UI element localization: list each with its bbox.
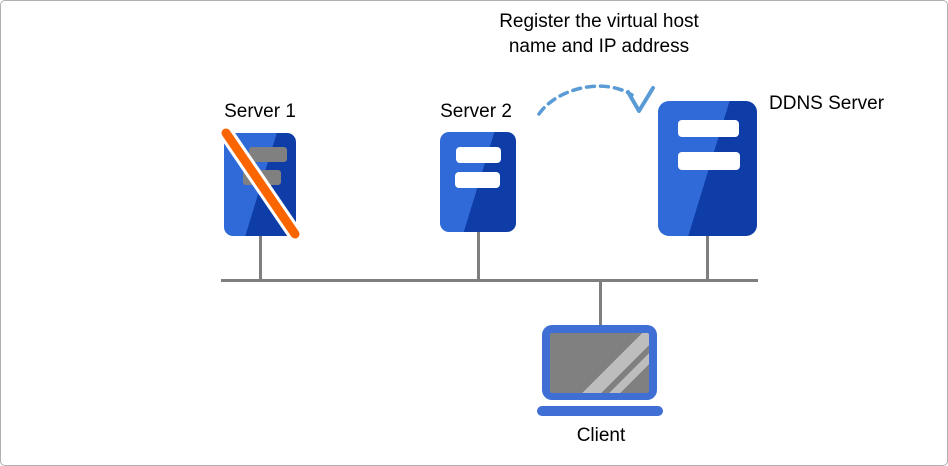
server2-link-line: [477, 232, 480, 280]
server2-label: Server 2: [440, 101, 512, 122]
ddns-server-label: DDNS Server: [769, 93, 885, 114]
client-laptop-icon: [542, 325, 657, 400]
register-arrow-head-icon: [626, 86, 655, 113]
server1-label: Server 1: [224, 101, 296, 122]
server1-slot-icon: [249, 147, 287, 162]
server2-slot-icon: [456, 147, 501, 163]
ddns-link-line: [706, 236, 709, 280]
ddns-slot-icon: [678, 152, 740, 170]
client-link-line: [599, 282, 602, 325]
annotation-text: Register the virtual host name and IP ad…: [431, 9, 767, 59]
server1-icon: [224, 133, 296, 236]
ddns-slot-icon: [678, 120, 739, 137]
ddns-server-icon: [658, 101, 757, 236]
server1-link-line: [259, 236, 262, 280]
laptop-screen: [550, 333, 649, 393]
client-label: Client: [576, 425, 626, 446]
laptop-base: [537, 406, 663, 416]
register-arrow-curve-icon: [537, 84, 634, 116]
server1-slot-icon: [243, 170, 281, 185]
annotation-line1: Register the virtual host: [499, 11, 699, 32]
network-bus-line: [221, 279, 758, 282]
server2-icon: [440, 132, 516, 232]
annotation-line2: name and IP address: [508, 36, 690, 57]
screen-glare-icon: [550, 333, 649, 393]
server2-slot-icon: [455, 172, 500, 188]
